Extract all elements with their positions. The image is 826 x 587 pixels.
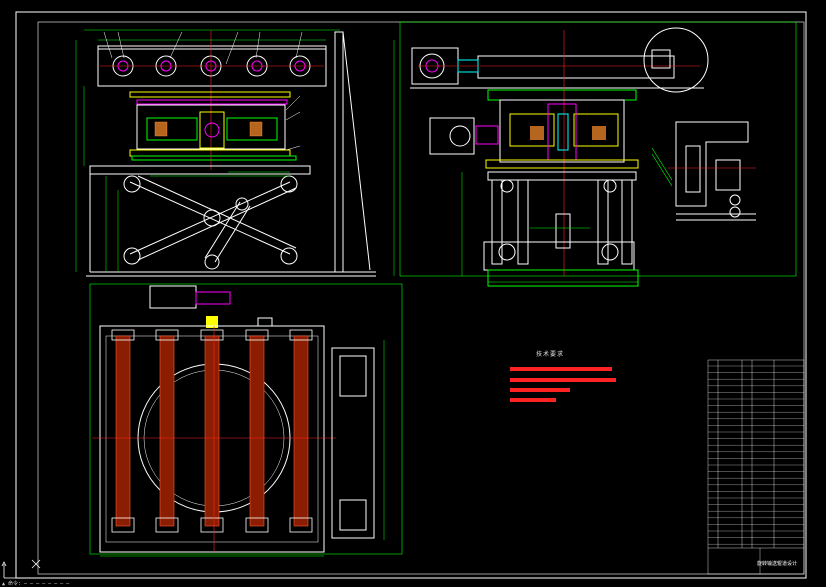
tech-line-4 [510, 398, 556, 402]
parts-list [707, 359, 805, 575]
tech-line-3 [510, 388, 570, 392]
title-block-name: 旋转输送辊道设计 [757, 561, 798, 567]
arrow-cursor-icon [31, 559, 41, 569]
outer-border [15, 11, 807, 579]
tech-line-2 [510, 378, 616, 382]
ucs-axis-icon [1, 561, 16, 579]
front-view [75, 29, 376, 277]
tech-requirements-title: 技术要求 [536, 351, 565, 358]
side-view [393, 21, 797, 287]
top-view [89, 283, 403, 557]
command-status-line: ▲ 命令: ─ ─ ─ ─ ─ ─ ─ ─ [2, 581, 70, 587]
tech-line-1 [510, 367, 612, 371]
parts-list-rows [708, 365, 804, 545]
